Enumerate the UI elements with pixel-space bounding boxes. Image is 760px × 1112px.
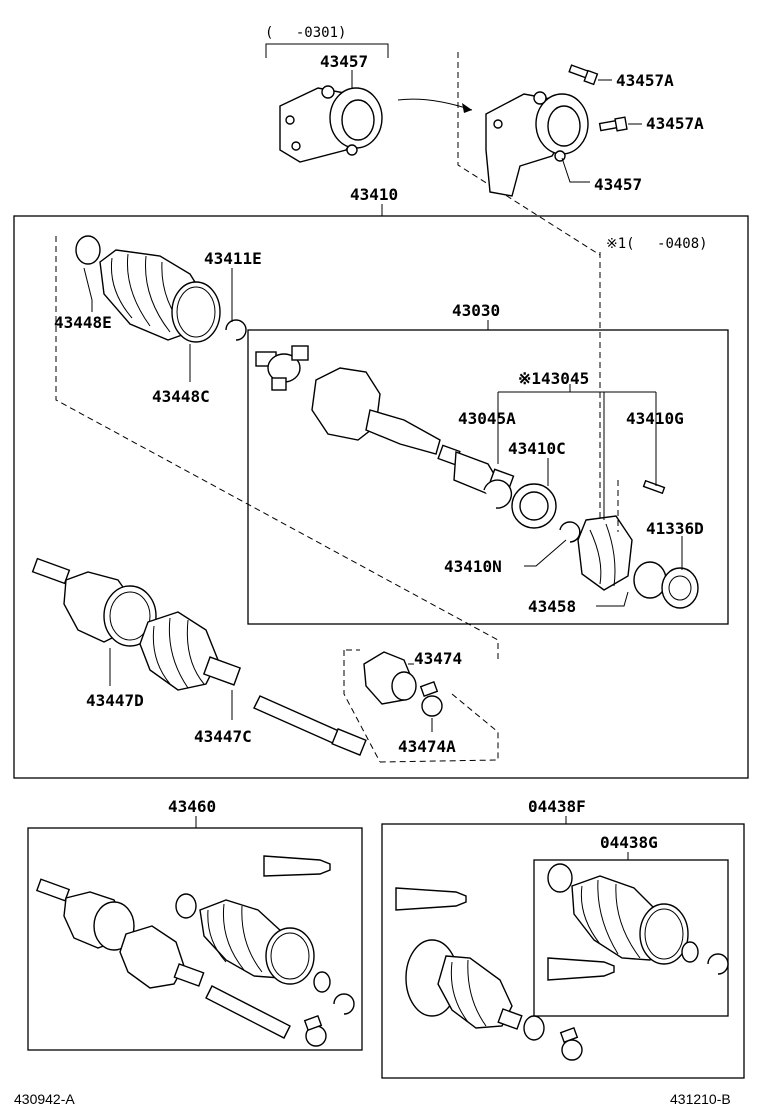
g-boot-icon [571,875,689,965]
inner-joint-box [247,329,729,625]
f-boot-icon [405,939,523,1030]
bearing-icon [511,483,557,529]
dash-bracket-left [457,52,601,256]
label-43410n: 43410N [444,557,502,576]
kit-boot-icon [119,925,205,989]
label-41336d: 41336D [646,519,704,538]
g-snap-ring-icon [707,953,729,975]
large-clamp-icon [171,281,221,343]
small-clamp-icon [75,235,101,265]
label-top-range: ( -0301) [265,25,346,41]
label-43457-new: 43457 [594,175,642,194]
label-43045a: 43045A [458,409,516,428]
dust-cover-icon [577,515,699,609]
snap-ring-icon [225,319,247,341]
outer-joint-parts: 43447D 43447C 43474 43474A [31,557,499,763]
damper-icon [363,651,417,705]
label-43448c: 43448C [152,387,210,406]
inner-boot-set: 43448E 43411E 43448C [54,235,499,660]
kit-clamp-small-icon [175,893,197,919]
kit-clamp-icon [313,971,331,993]
leader-43458 [596,591,629,607]
repair-kit-box [27,827,363,1051]
bearing-bracket-new [485,91,589,197]
label-143045: ※143045 [518,369,589,388]
bolt-icon-1 [568,64,599,86]
label-43030: 43030 [452,301,500,320]
label-43447c: 43447C [194,727,252,746]
label-43457a-1: 43457A [616,71,674,90]
leader-43410n [524,539,567,567]
footer-right-code: 431210-B [670,1091,731,1107]
arrow-head [462,103,472,113]
label-43410c: 43410C [508,439,566,458]
footer-left-code: 430942-A [14,1091,75,1107]
leader-43457-new [561,157,590,183]
bearing-bracket-old [279,85,383,163]
kit-inner-boot-icon [199,899,315,985]
kit-snap-ring-icon [333,993,355,1015]
label-43474: 43474 [414,649,462,668]
g-clamp-icon [681,941,699,963]
label-43460: 43460 [168,797,216,816]
clamp-a-icon [419,681,443,717]
boot-kit-f-box [381,823,745,1079]
label-43447d: 43447D [86,691,144,710]
outer-boot-icon [139,611,242,691]
arrow-shaft [397,98,473,111]
inner-joint-parts: ※143045 43045A 43410C 43410G 43410N 4133… [255,252,704,616]
repair-kit-parts [35,855,355,1047]
label-43458: 43458 [528,597,576,616]
ring-n-icon [559,521,581,543]
label-43457a-2: 43457A [646,114,704,133]
f-clamp-icon [523,1015,545,1041]
boot-kit-g-box [533,859,729,1017]
snap-ring-a-icon [483,479,513,509]
dash-inner-boot [55,236,499,660]
label-43410g: 43410G [626,409,684,428]
label-43411e: 43411E [204,249,262,268]
label-04438g: 04438G [600,833,658,852]
boot-kit-f-parts [395,887,583,1061]
main-assembly-box [13,215,749,779]
bolt-icon-2 [598,116,628,132]
f-clamp-b-icon [559,1027,583,1061]
g-clamp-small-icon [547,863,573,893]
label-43474a: 43474A [398,737,456,756]
grease-tube-icon-3 [547,957,615,981]
kit-outer-joint-icon [35,878,135,951]
kit-shaft-icon [205,985,291,1039]
kit-bracket [497,384,657,520]
grease-tube-icon-1 [263,855,331,877]
outer-joint-icon [31,557,157,647]
label-43410: 43410 [350,185,398,204]
label-43457: 43457 [320,52,368,71]
dash-note-lines [599,252,619,532]
bracket-group-new: 43457A 43457A 43457 [457,52,704,256]
kit-clamp-b-icon [303,1015,327,1047]
drive-shaft-icon [253,695,367,756]
label-43448e: 43448E [54,313,112,332]
tripod-icon [255,345,309,391]
pin-icon [642,479,666,495]
grease-tube-icon-2 [395,887,467,911]
bracket-group-old: ( -0301) 43457 [265,25,473,163]
boot-kit-g-parts [547,863,729,981]
label-note-range: ※1( -0408) [606,236,708,252]
dash-damper [343,649,499,763]
outer-race-icon [311,367,461,466]
range-bracket-line [265,43,389,58]
leader-43448e [83,267,93,312]
label-04438f: 04438F [528,797,586,816]
